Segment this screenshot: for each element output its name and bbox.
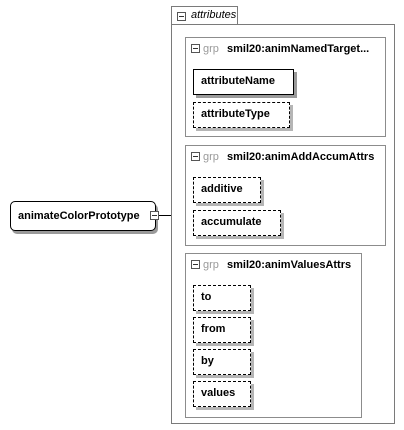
- attribute-item[interactable]: attributeName: [193, 69, 294, 95]
- attribute-label: attributeName: [201, 75, 275, 87]
- attribute-item[interactable]: from: [193, 317, 251, 343]
- group-collapse-toggle-icon[interactable]: [191, 260, 200, 269]
- attributes-tab[interactable]: attributes: [171, 6, 238, 25]
- group-name: smil20:animNamedTarget...: [227, 43, 370, 55]
- attribute-item[interactable]: attributeType: [193, 102, 290, 128]
- root-element-label: animateColorPrototype: [18, 210, 140, 222]
- attribute-label: values: [201, 387, 236, 399]
- attribute-label: attributeType: [201, 108, 270, 120]
- group-keyword: grp: [203, 43, 219, 55]
- root-collapse-toggle-icon[interactable]: [150, 211, 159, 220]
- group-name: smil20:animValuesAttrs: [227, 259, 352, 271]
- root-element-box[interactable]: animateColorPrototype: [10, 201, 156, 231]
- group-name: smil20:animAddAccumAttrs: [227, 151, 375, 163]
- group-keyword: grp: [203, 259, 219, 271]
- attribute-label: additive: [201, 183, 243, 195]
- attribute-item[interactable]: values: [193, 381, 251, 407]
- attributes-tab-label: attributes: [191, 9, 237, 21]
- group-collapse-toggle-icon[interactable]: [191, 152, 200, 161]
- group-collapse-toggle-icon[interactable]: [191, 44, 200, 53]
- attribute-item[interactable]: by: [193, 349, 251, 375]
- attribute-item[interactable]: to: [193, 285, 251, 311]
- attributes-collapse-toggle-icon[interactable]: [177, 12, 186, 21]
- attribute-label: to: [201, 291, 212, 303]
- attribute-label: by: [201, 355, 214, 367]
- attribute-label: from: [201, 323, 226, 335]
- group-keyword: grp: [203, 151, 219, 163]
- attribute-item[interactable]: additive: [193, 177, 261, 203]
- root-connector-line: [159, 215, 171, 216]
- attribute-item[interactable]: accumulate: [193, 210, 281, 236]
- attribute-label: accumulate: [201, 216, 262, 228]
